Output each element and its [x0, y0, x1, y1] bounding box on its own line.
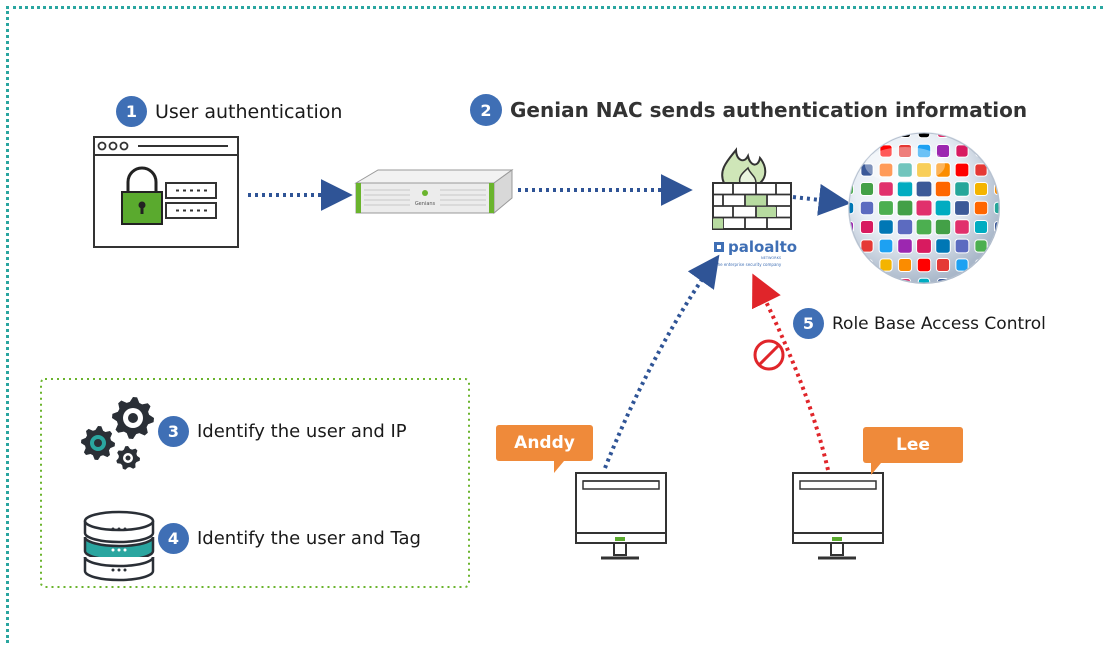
app-tile-icon [934, 199, 952, 217]
firewall-brand-sub-text: NETWORKS [761, 256, 782, 260]
app-tile-icon [934, 218, 952, 236]
user-name: Lee [896, 435, 930, 455]
monitor-icon [575, 472, 667, 560]
app-tile-icon [917, 133, 931, 139]
step-number-badge: 1 [116, 96, 147, 127]
app-tile-icon [896, 199, 914, 217]
app-tile-icon [935, 143, 951, 159]
app-tile-icon [915, 180, 933, 198]
database-icon [83, 510, 155, 582]
app-tile-icon [860, 239, 874, 253]
app-tile-icon [954, 219, 970, 235]
app-tile-icon [879, 144, 893, 158]
app-tile-icon [897, 143, 913, 159]
app-tile-icon [935, 257, 951, 273]
app-tile-icon [916, 257, 932, 273]
app-tile-icon [897, 238, 913, 254]
app-tile-icon [878, 181, 894, 197]
arrow-lee-to-firewall-blocked [752, 273, 830, 471]
app-tile-icon [993, 201, 999, 215]
app-tile-icon [916, 238, 932, 254]
monitor-icon [792, 472, 884, 560]
firewall-icon [712, 147, 792, 252]
arrow-anddy-to-firewall [603, 254, 720, 469]
app-tile-icon [973, 219, 989, 235]
gear-center [125, 455, 131, 461]
app-tile-icon [934, 180, 952, 198]
app-tile-icon [954, 238, 970, 254]
app-tile-icon [935, 162, 951, 178]
app-tile-icon [859, 181, 875, 197]
app-tile-icon [897, 162, 913, 178]
app-tile-icon [954, 181, 970, 197]
app-tile-icon [916, 162, 932, 178]
app-tile-icon [917, 277, 931, 283]
app-tile-icon [916, 143, 932, 159]
legend-box [40, 378, 470, 588]
step-number-badge: 4 [158, 523, 189, 554]
app-tile-icon [878, 219, 894, 235]
app-tile-icon [955, 144, 969, 158]
step-number-badge: 3 [158, 416, 189, 447]
user-name: Anddy [514, 433, 575, 453]
app-tile-icon [915, 218, 933, 236]
step-label-text: Genian NAC sends authentication informat… [510, 98, 1028, 122]
app-tile-icon [973, 181, 989, 197]
user-callout-lee: Lee [863, 427, 963, 475]
app-tile-icon [849, 201, 855, 215]
app-tile-icon [955, 258, 969, 272]
diagram-frame [6, 6, 1103, 643]
app-tile-icon [935, 238, 951, 254]
app-tile-icon [954, 162, 970, 178]
app-tile-icon [974, 163, 988, 177]
step-2-label: 2 Genian NAC sends authentication inform… [470, 94, 1027, 126]
step-1-label: 1 User authentication [116, 96, 342, 127]
app-tile-icon [878, 238, 894, 254]
step-4-label: 4 Identify the user and Tag [158, 523, 421, 554]
step-number-badge: 5 [793, 308, 824, 339]
nac-appliance-icon [354, 169, 514, 215]
app-tile-icon [878, 162, 894, 178]
arrow-firewall-to-internet [792, 183, 851, 216]
step-label-text: Identify the user and Tag [197, 528, 421, 549]
app-tile-icon [879, 258, 893, 272]
app-tile-icon [896, 218, 914, 236]
app-tile-icon [954, 200, 970, 216]
lock-icon [121, 166, 163, 225]
app-tile-icon [860, 163, 874, 177]
app-tile-icon [915, 199, 933, 217]
step-5-label: 5 Role Base Access Control [793, 308, 1046, 339]
app-tile-icon [973, 200, 989, 216]
nac-brand-text: Genians [415, 201, 436, 207]
firewall-brand-text: paloalto [728, 238, 797, 256]
prohibited-icon [753, 339, 785, 371]
app-tile-icon [878, 200, 894, 216]
gear-icon [81, 397, 154, 470]
app-tile-icon [859, 200, 875, 216]
step-number-badge: 2 [470, 94, 502, 126]
step-label-text: Identify the user and IP [197, 421, 407, 442]
step-3-label: 3 Identify the user and IP [158, 416, 407, 447]
globe-icon [848, 132, 1000, 284]
step-label-text: User authentication [155, 100, 343, 123]
app-tile-icon [897, 257, 913, 273]
browser-window-icon [93, 136, 239, 248]
gear-center [128, 413, 138, 423]
app-tile-icon [974, 239, 988, 253]
app-tile-icon [859, 219, 875, 235]
app-tile-icon [896, 180, 914, 198]
step-label-text: Role Base Access Control [832, 313, 1046, 334]
gear-center [94, 439, 102, 447]
firewall-tagline-text: the enterprise security company [716, 262, 782, 267]
user-callout-anddy: Anddy [496, 425, 593, 473]
